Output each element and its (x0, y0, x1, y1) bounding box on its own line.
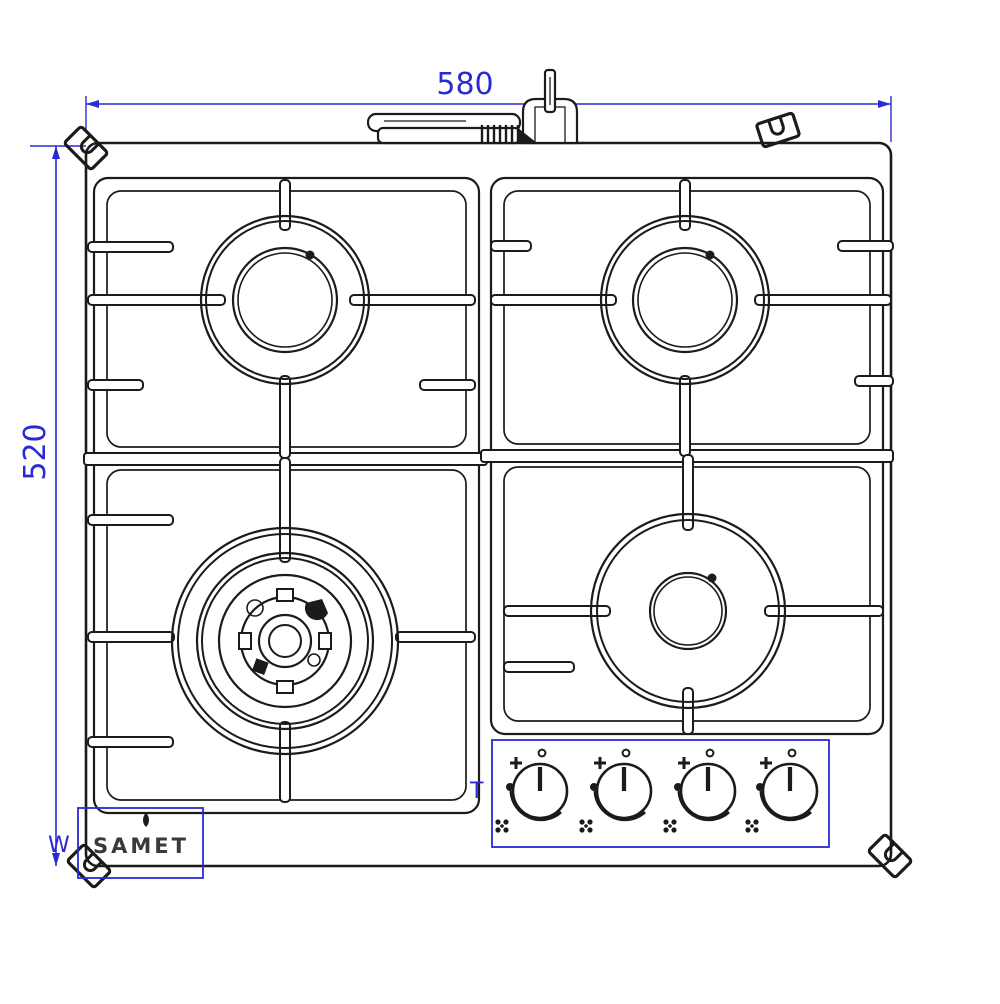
burner-bottom-right (589, 512, 787, 710)
corner-clip-bottom-left-icon (66, 843, 112, 889)
corner-clip-bottom-right-icon (867, 833, 913, 879)
corner-clip-top-right-icon (755, 111, 801, 149)
grate-fingers-left (87, 179, 476, 803)
hob-outline (84, 141, 893, 868)
annotation-w: W (48, 833, 70, 858)
gas-inlet-hose-icon (366, 112, 522, 145)
annotation-t: T (469, 779, 484, 804)
igniter-dot (707, 573, 717, 583)
dimension-height: 520 (18, 145, 86, 866)
power-plug-icon (518, 68, 579, 145)
pan-support-right (480, 176, 894, 736)
burner-bottom-left-wok (170, 526, 400, 756)
corner-clip-top-left-icon (63, 125, 109, 171)
brand-flame-icon (143, 812, 149, 827)
igniter-dot (305, 250, 315, 260)
igniter-dot (304, 599, 328, 621)
width-dimension-label: 580 (436, 67, 493, 102)
burner-top-left (199, 214, 371, 386)
dimension-width: 580 (85, 67, 892, 142)
pan-support-left (83, 176, 488, 815)
brand-plate: SAMET (77, 807, 204, 879)
control-panel (491, 739, 830, 848)
brand-label: SAMET (93, 834, 189, 858)
height-dimension-label: 520 (18, 423, 53, 480)
burner-top-right (599, 214, 771, 386)
grate-fingers-right (490, 179, 894, 735)
igniter-dot (705, 250, 715, 260)
